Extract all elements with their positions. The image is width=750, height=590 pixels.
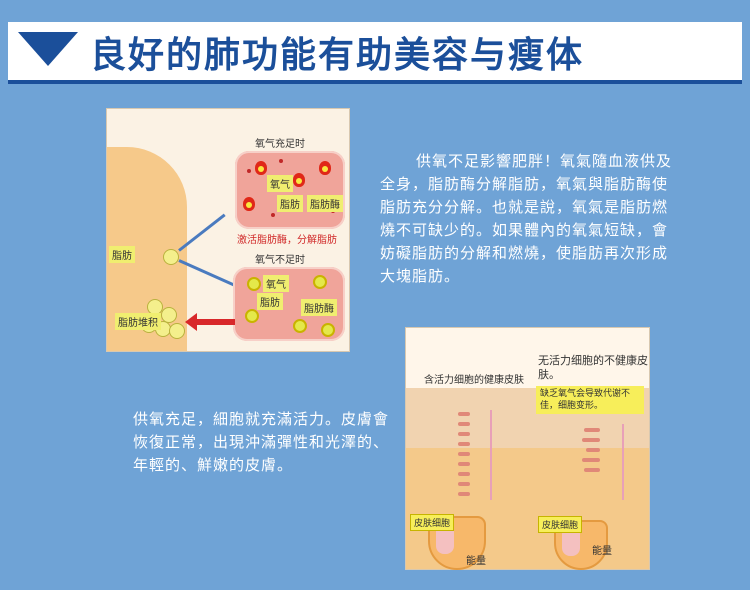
paragraph-skin: 供氧充足，細胞就充滿活力。皮膚會恢復正常，出現沖滿彈性和光澤的、年輕的、鮮嫩的皮… — [133, 408, 393, 477]
cell-strip — [458, 462, 470, 466]
cell-strip — [458, 492, 470, 496]
paragraph-text: 供氧充足，細胞就充滿活力。皮膚會恢復正常，出現沖滿彈性和光澤的、年輕的、鮮嫩的皮… — [133, 410, 390, 474]
oxygen-fat-diagram: 脂肪 脂肪堆积 氧气充足时 氧气 脂肪 脂肪酶 激活脂肪酶，分解脂肪 氧气不足时… — [106, 108, 350, 352]
flame-icon — [255, 161, 267, 175]
cell-strip — [458, 412, 470, 416]
flame-icon — [319, 161, 331, 175]
enzyme-label: 脂肪酶 — [307, 195, 343, 212]
cell-strip — [586, 448, 600, 452]
healthy-skin-label: 含活力细胞的健康皮肤 — [424, 375, 524, 386]
cell-strip — [582, 438, 600, 442]
fat-dot — [293, 319, 307, 333]
flame-icon — [243, 197, 255, 211]
paragraph-oxygen-fat: 供氧不足影響肥胖！氧氣隨血液供及全身，脂肪酶分解脂肪，氧氣與脂肪酶使脂肪充分分解… — [380, 150, 680, 288]
energy-label: 能量 — [466, 556, 486, 567]
cell-strip — [584, 428, 600, 432]
cell-strip — [458, 482, 470, 486]
fat-dot — [313, 275, 327, 289]
fat-label: 脂肪 — [277, 195, 303, 212]
particle — [279, 159, 283, 163]
fat-pile-label: 脂肪堆积 — [115, 313, 161, 330]
enzyme-label: 脂肪酶 — [301, 299, 337, 316]
cell-strip — [458, 472, 470, 476]
fat-dot — [247, 277, 261, 291]
oxygen-label: 氧气 — [267, 175, 293, 192]
triangle-icon — [18, 32, 78, 66]
skin-cell-label: 皮肤细胞 — [410, 514, 455, 531]
title-bar: 良好的肺功能有助美容与瘦体 — [8, 22, 742, 84]
fat-label: 脂肪 — [109, 246, 135, 263]
skin-cell-label: 皮肤细胞 — [538, 516, 583, 533]
cell-strip — [582, 458, 600, 462]
fat-label: 脂肪 — [257, 293, 283, 310]
unhealthy-skin-label: 无活力细胞的不健康皮肤。 — [538, 354, 648, 381]
cell-strip — [458, 452, 470, 456]
cell-strip — [458, 442, 470, 446]
fat-dot — [321, 323, 335, 337]
oxygen-enough-title: 氧气充足时 — [255, 139, 305, 150]
cell-strip — [584, 468, 600, 472]
red-arrow — [185, 313, 235, 331]
paragraph-text: 供氧不足影響肥胖！氧氣隨血液供及全身，脂肪酶分解脂肪，氧氣與脂肪酶使脂肪充分分解… — [380, 152, 673, 285]
skin-cell-core — [562, 526, 580, 556]
skin-cell-core — [436, 524, 454, 554]
skin-diagram: 含活力细胞的健康皮肤 无活力细胞的不健康皮肤。 缺乏氧气会导致代谢不佳，细胞变形… — [405, 327, 650, 570]
header: 良好的肺功能有助美容与瘦体 — [0, 0, 750, 86]
fat-dot — [245, 309, 259, 323]
flame-icon — [293, 173, 305, 187]
oxygen-lacking-title: 氧气不足时 — [255, 255, 305, 266]
oxygen-label: 氧气 — [263, 275, 289, 292]
energy-arrow — [622, 424, 624, 500]
note-box: 缺乏氧气会导致代谢不佳，细胞变形。 — [536, 386, 644, 414]
energy-arrow — [490, 410, 492, 500]
fat-blob — [161, 307, 177, 323]
particle — [247, 169, 251, 173]
cell-strip — [458, 432, 470, 436]
fat-blob — [169, 323, 185, 339]
cell-strip — [458, 422, 470, 426]
fat-blob — [163, 249, 179, 265]
page-title: 良好的肺功能有助美容与瘦体 — [90, 35, 585, 76]
energy-label: 能量 — [592, 546, 612, 557]
activate-text: 激活脂肪酶，分解脂肪 — [237, 235, 337, 246]
particle — [271, 213, 275, 217]
